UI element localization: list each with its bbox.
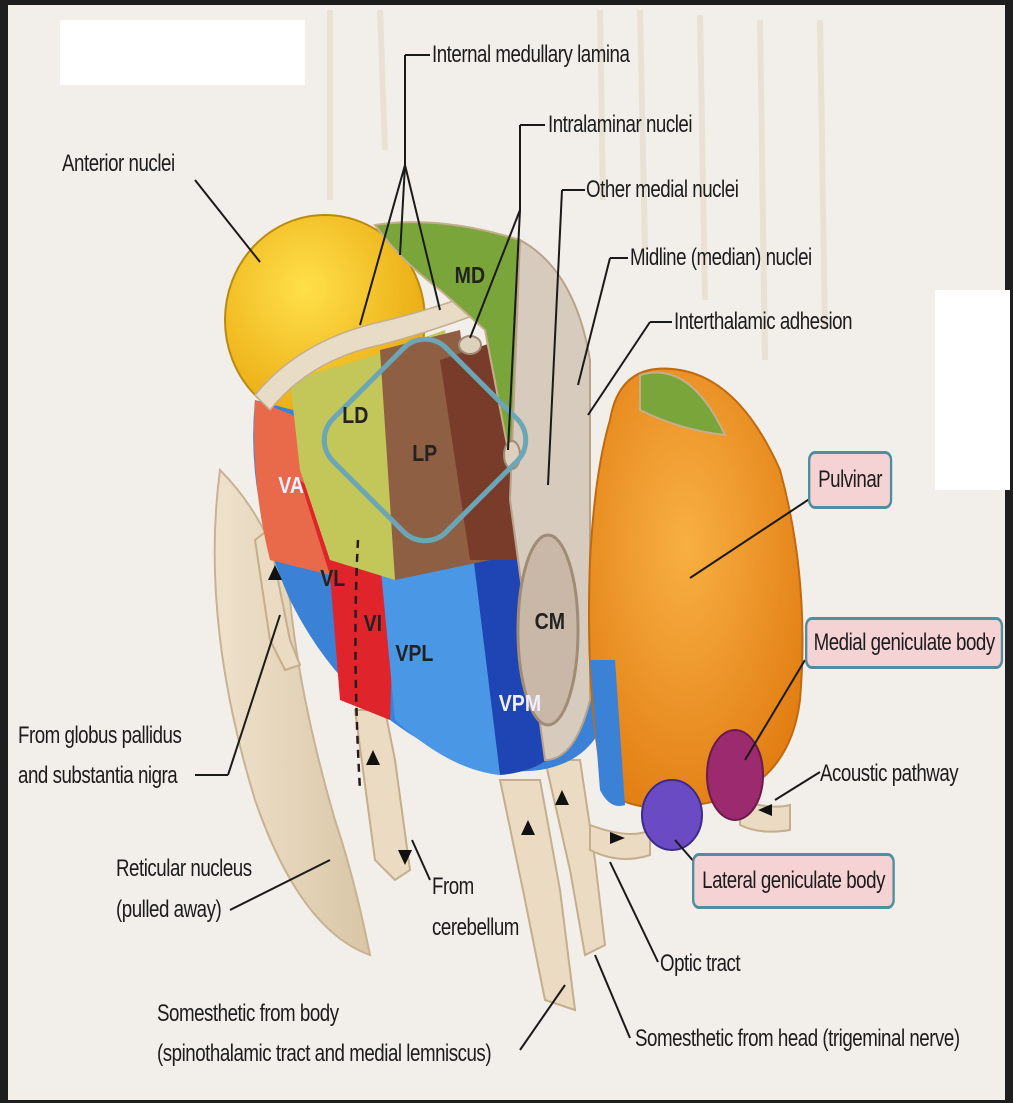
segment-label-va: VA <box>278 472 304 499</box>
label-intralaminar-nuclei: Intralaminar nuclei <box>548 111 692 139</box>
label-medial-geniculate-body: Medial geniculate body <box>805 617 1003 669</box>
segment-label-vpl: VPL <box>395 640 433 667</box>
segment-label-vi: VI <box>364 610 382 637</box>
label-reticular-line2: (pulled away) <box>116 896 221 924</box>
segment-label-vpm: VPM <box>499 690 541 717</box>
label-from-cerebellum-line2: cerebellum <box>432 914 519 942</box>
label-midline-nuclei: Midline (median) nuclei <box>630 244 812 272</box>
label-from-cerebellum-line1: From <box>432 873 474 901</box>
segment-label-md: MD <box>455 262 485 289</box>
label-somesthetic-head: Somesthetic from head (trigeminal nerve) <box>635 1025 960 1053</box>
label-pulvinar: Pulvinar <box>808 451 892 509</box>
label-other-medial-nuclei: Other medial nuclei <box>586 176 738 204</box>
label-globus-line1: From globus pallidus <box>18 722 181 750</box>
segment-label-lp: LP <box>412 440 437 467</box>
label-interthalamic-adhesion: Interthalamic adhesion <box>674 308 852 336</box>
segment-label-ld: LD <box>342 402 368 429</box>
blank-patch-right <box>935 290 1010 490</box>
label-somesthetic-body-line2: (spinothalamic tract and medial lemniscu… <box>157 1040 491 1068</box>
label-anterior-nuclei: Anterior nuclei <box>62 150 175 178</box>
segment-label-cm: CM <box>535 608 565 635</box>
label-optic-tract: Optic tract <box>660 950 740 978</box>
segment-label-vl: VL <box>320 565 345 592</box>
label-reticular-line1: Reticular nucleus <box>116 855 252 883</box>
label-somesthetic-body-line1: Somesthetic from body <box>157 1000 339 1028</box>
label-lateral-geniculate-body: Lateral geniculate body <box>692 853 895 909</box>
label-globus-line2: and substantia nigra <box>18 762 177 790</box>
blank-patch <box>60 20 305 85</box>
intralaminar-oval <box>459 336 481 354</box>
label-internal-medullary-lamina: Internal medullary lamina <box>432 41 629 69</box>
label-acoustic-pathway: Acoustic pathway <box>820 760 958 788</box>
lateral-geniculate-shape <box>642 780 702 850</box>
